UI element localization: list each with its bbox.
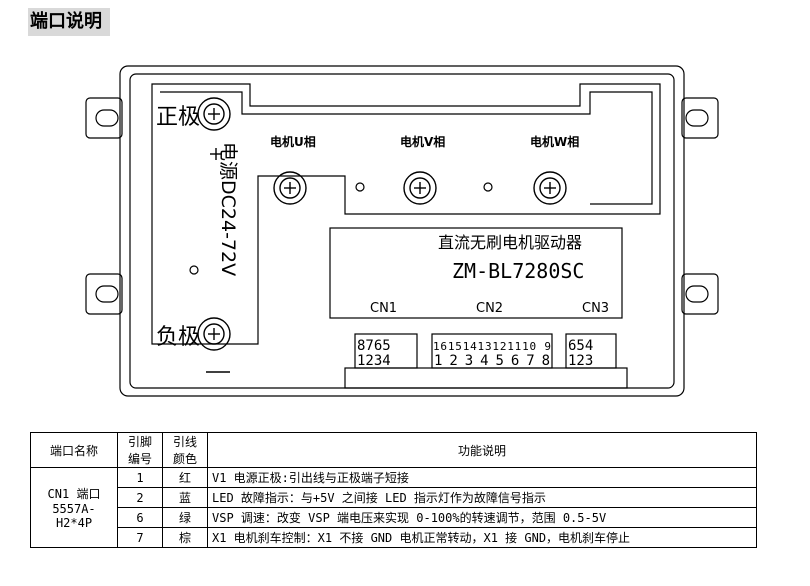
cn1-pins-bottom: 1234 [357,353,391,369]
model-number: ZM-BL7280SC [452,259,584,283]
col-wire-line2: 颜色 [172,452,197,466]
desc-cell: X1 电机刹车控制：X1 不接 GND 电机正常转动，X1 接 GND，电机刹车… [207,527,757,548]
table-header-row: 端口名称 引脚 编号 引线 颜色 功能说明 [30,432,757,468]
screw-terminal-positive [197,97,231,131]
desc-cell: LED 故障指示：与+5V 之间接 LED 指示灯作为故障信号指示 [207,487,757,508]
cn3-pins-top: 654 [568,338,593,354]
port-cell: CN1 端口 5557A-H2*4P [30,467,118,548]
mounting-ear-left-top [85,97,123,139]
motor-w-label: 电机W相 [530,134,579,149]
product-name: 直流无刷电机驱动器 [438,233,582,252]
col-wire-color: 引线 颜色 [162,432,208,468]
driver-drawing: 正极 负极 电源DC24-72V 电机U相 电机V相 电机W相 直流无刷电机驱动… [85,65,719,397]
pin-cell: 6 [117,507,163,528]
screw-terminal-w [533,171,567,205]
table-row: 6 绿 VSP 调速：改变 VSP 端电压来实现 0-100%的转速调节，范围 … [31,507,757,528]
cn2-pins-top: 16151413121110 9 [433,340,551,353]
positive-terminal-label: 正极 [156,105,200,130]
port-table: 端口名称 引脚 编号 引线 颜色 功能说明 CN1 端口 5557A-H2*4P… [30,432,757,548]
desc-cell: V1 电源正极:引出线与正极端子短接 [207,467,757,488]
col-function: 功能说明 [207,432,757,468]
color-cell: 蓝 [162,487,208,508]
motor-u-label: 电机U相 [270,134,316,149]
screw-terminal-negative [197,317,231,351]
pin-cell: 7 [117,527,163,548]
cn3-label: CN3 [582,301,609,316]
col-pin-line2: 编号 [127,452,152,466]
cn1-label: CN1 [370,301,397,316]
terminal-panel [151,83,661,345]
pin-cell: 2 [117,487,163,508]
col-pin-number: 引脚 编号 [117,432,163,468]
cn2-label: CN2 [476,301,503,316]
mounting-ear-right-bottom [681,273,719,315]
negative-terminal-label: 负极 [156,325,200,350]
table-row: 7 棕 X1 电机刹车控制：X1 不接 GND 电机正常转动，X1 接 GND，… [31,527,757,548]
desc-cell: VSP 调速：改变 VSP 端电压来实现 0-100%的转速调节，范围 0.5-… [207,507,757,528]
table-row: 2 蓝 LED 故障指示：与+5V 之间接 LED 指示灯作为故障信号指示 [31,487,757,508]
section-heading: 端口说明 [28,8,110,36]
col-wire-line1: 引线 [172,435,197,449]
enclosure-outline [119,65,685,397]
mounting-ear-right-top [681,97,719,139]
cn3-pins-bottom: 123 [568,353,593,369]
col-pin-line1: 引脚 [127,435,152,449]
table-row: CN1 端口 5557A-H2*4P 1 红 V1 电源正极:引出线与正极端子短… [30,467,757,548]
label-panel [329,227,623,319]
color-cell: 红 [162,467,208,488]
color-cell: 绿 [162,507,208,528]
screw-terminal-u [273,171,307,205]
mounting-ear-left-bottom [85,273,123,315]
col-port-name: 端口名称 [30,432,118,468]
screw-terminal-v [403,171,437,205]
port-name-line2: 5557A-H2*4P [52,502,96,530]
cn1-pins-top: 8765 [357,338,391,354]
power-spec-label: 电源DC24-72V [217,142,239,276]
port-name-line1: CN1 端口 [47,487,101,501]
cn2-pins-bottom: 12345678 [434,353,550,369]
pin-cell: 1 [117,467,163,488]
color-cell: 棕 [162,527,208,548]
motor-v-label: 电机V相 [400,134,445,149]
